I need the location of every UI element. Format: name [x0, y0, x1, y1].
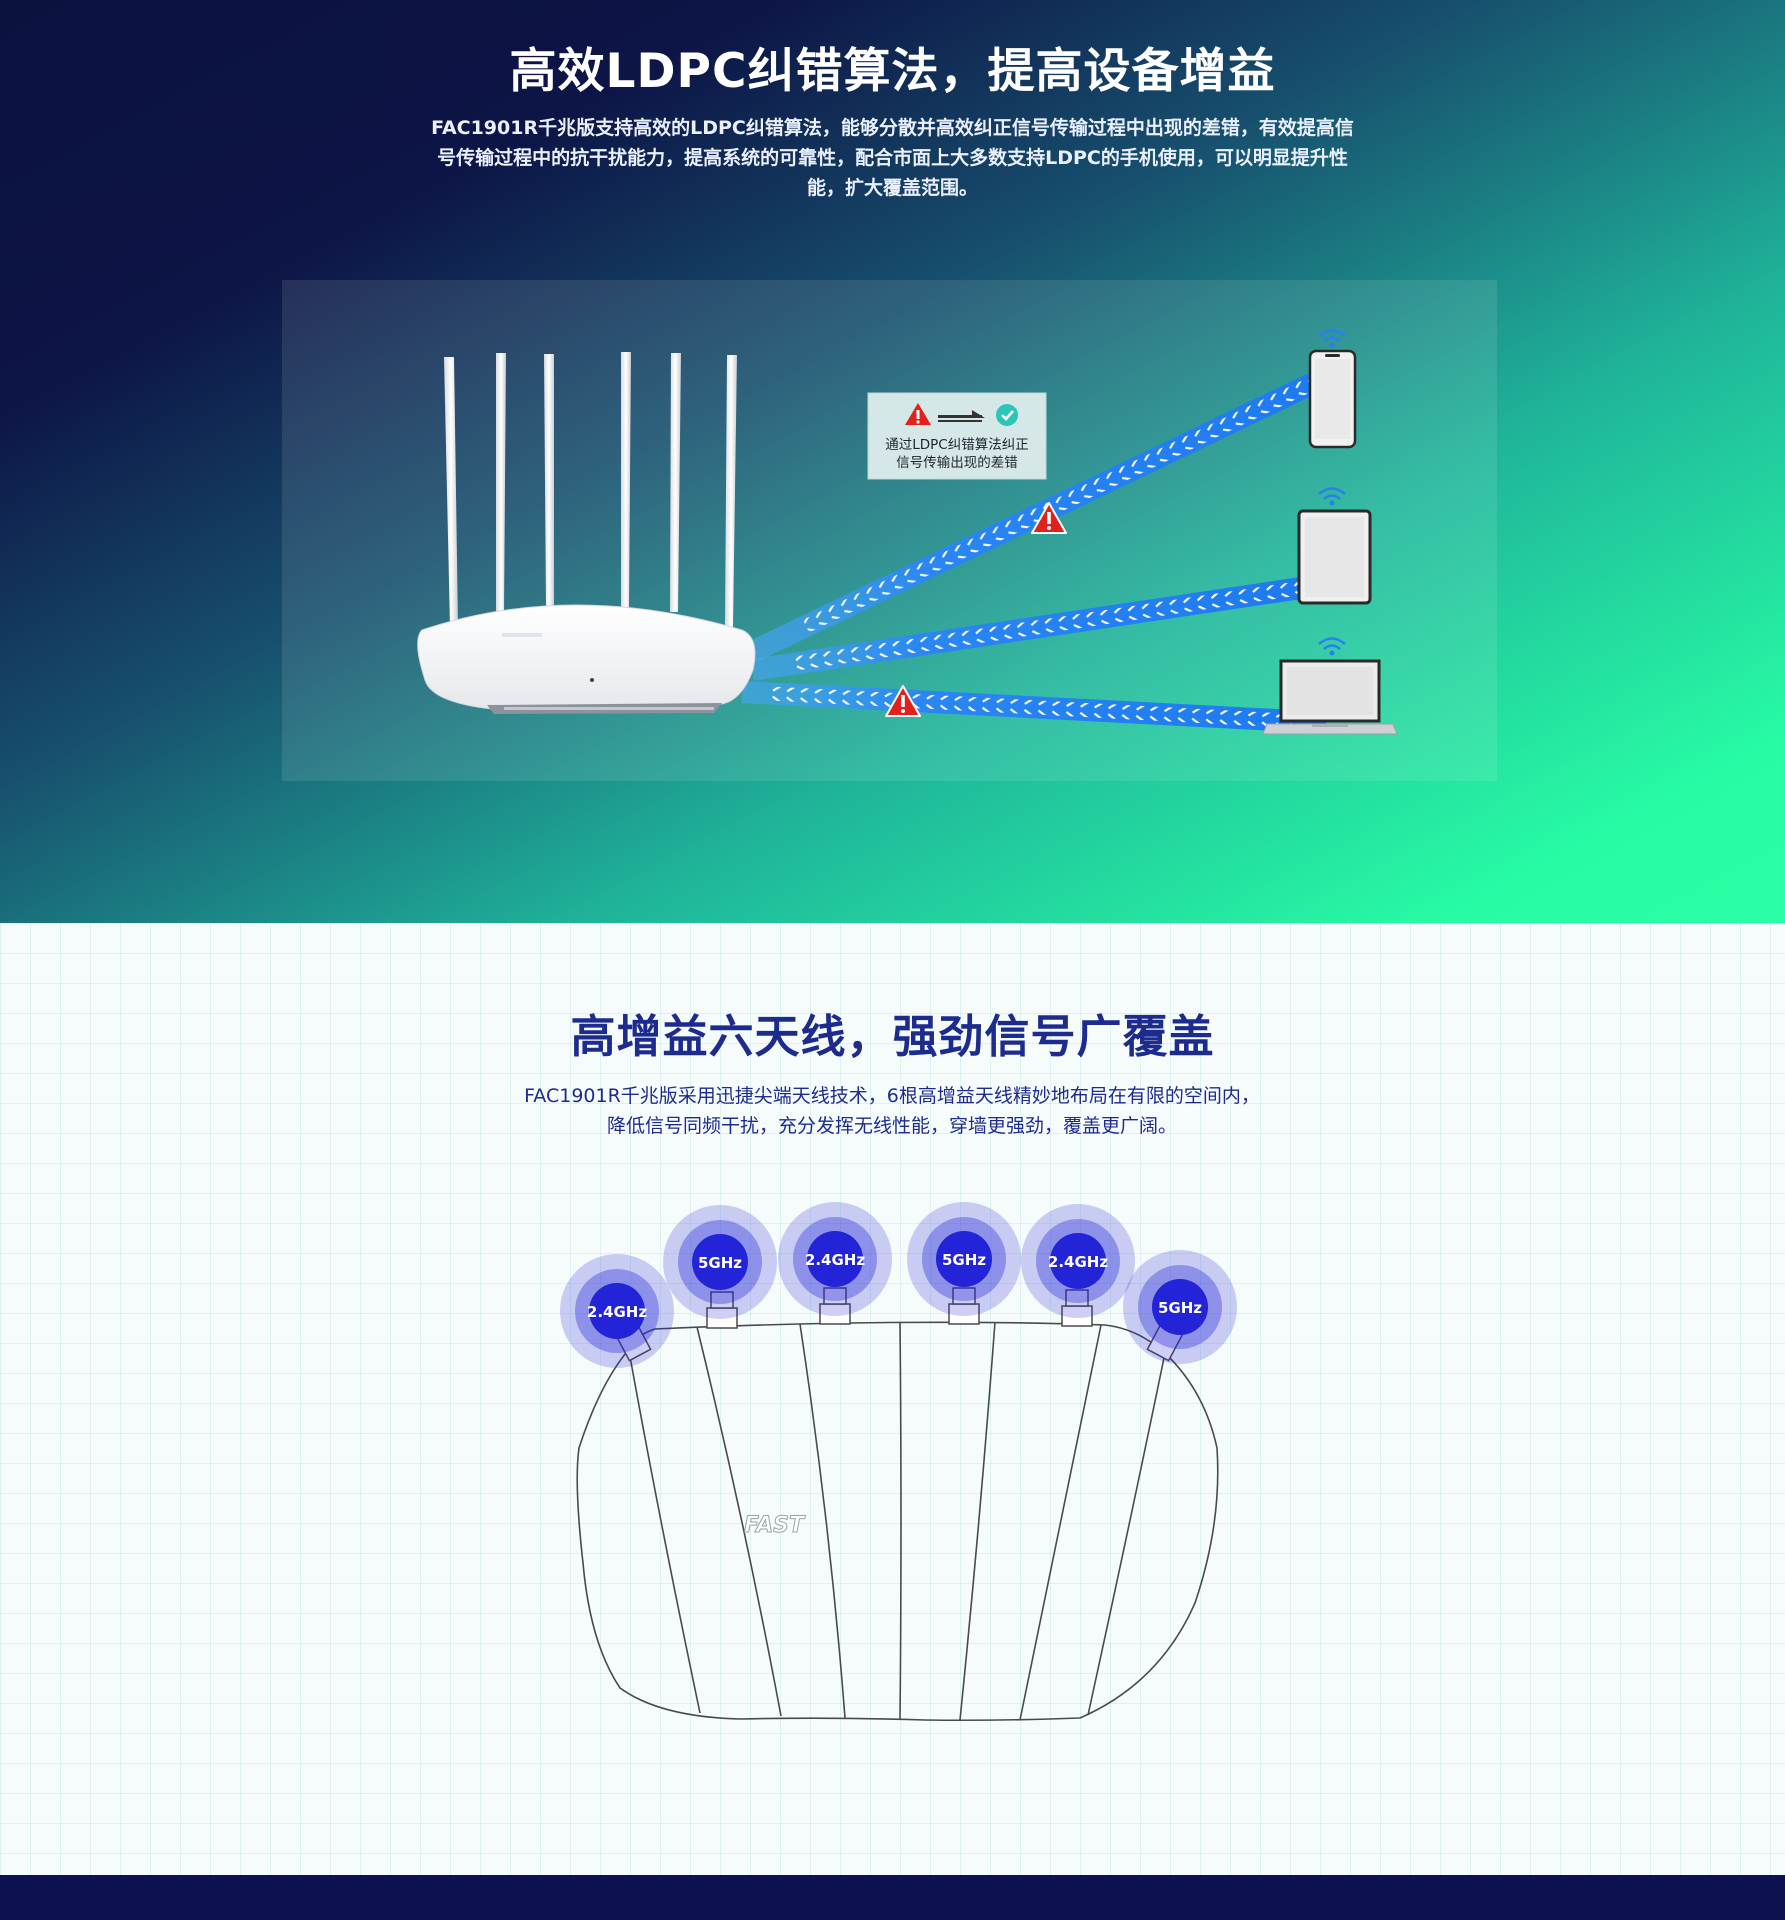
footer-bar	[0, 1875, 1785, 1920]
warning-icon	[905, 403, 931, 425]
router-antenna	[444, 357, 458, 627]
wifi-icon	[1318, 637, 1346, 656]
tablet-device	[1297, 509, 1372, 605]
router-antenna	[544, 354, 554, 607]
signal-beam-laptop	[741, 681, 1327, 734]
laptop-device	[1262, 659, 1398, 735]
router-antenna	[670, 353, 681, 612]
antenna-section-description: FAC1901R千兆版采用迅捷尖端天线技术，6根高增益天线精妙地布局在有限的空间…	[442, 1081, 1342, 1141]
antenna-description-line2: 降低信号同频干扰，充分发挥无线性能，穿墙更强劲，覆盖更广阔。	[606, 1115, 1177, 1137]
ldpc-section-description: FAC1901R千兆版支持高效的LDPC纠错算法，能够分散并高效纠正信号传输过程…	[431, 117, 1354, 199]
antenna-badge-2: 5GHz	[663, 1205, 777, 1319]
router-top-view-diagram: FAST 2.4GHz 5GHz 2.4GHz 5GHz	[560, 1202, 1237, 1722]
fast-logo: FAST	[744, 1513, 806, 1538]
antenna-band-label: 2.4GHz	[587, 1303, 647, 1321]
callout-text-line2: 信号传输出现的差错	[896, 455, 1018, 471]
callout-text-line1: 通过LDPC纠错算法纠正	[885, 437, 1028, 453]
ldpc-section-title: 高效LDPC纠错算法，提高设备增益	[509, 44, 1276, 99]
antenna-band-label: 5GHz	[698, 1254, 742, 1272]
antenna-band-label: 2.4GHz	[1048, 1253, 1108, 1271]
router-image	[417, 352, 756, 714]
ldpc-section: 高效LDPC纠错算法，提高设备增益 FAC1901R千兆版支持高效的LDPC纠错…	[0, 0, 1785, 923]
error-warning-icon	[1031, 502, 1067, 534]
antenna-section: 高增益六天线，强劲信号广覆盖 FAC1901R千兆版采用迅捷尖端天线技术，6根高…	[0, 923, 1785, 1875]
antenna-band-label: 5GHz	[942, 1251, 986, 1269]
antenna-band-label: 2.4GHz	[805, 1251, 865, 1269]
ldpc-illustration-panel: 通过LDPC纠错算法纠正 信号传输出现的差错	[282, 280, 1497, 781]
ldpc-illustration: 通过LDPC纠错算法纠正 信号传输出现的差错	[417, 329, 1398, 735]
router-outline	[576, 1321, 1219, 1722]
antenna-badge-5: 2.4GHz	[1021, 1204, 1135, 1318]
router-antenna	[725, 355, 737, 627]
antenna-section-title: 高增益六天线，强劲信号广覆盖	[570, 1010, 1215, 1063]
check-icon	[996, 404, 1018, 426]
wifi-icon	[1318, 487, 1346, 506]
smartphone-device	[1308, 349, 1357, 449]
antenna-badge-3: 2.4GHz	[778, 1202, 892, 1316]
signal-beam-tablet	[750, 573, 1328, 681]
arrow-right-icon	[938, 410, 985, 422]
antenna-badge-1: 2.4GHz	[560, 1254, 674, 1368]
router-antenna	[496, 353, 506, 612]
ldpc-callout: 通过LDPC纠错算法纠正 信号传输出现的差错	[867, 392, 1047, 480]
router-antenna	[621, 352, 631, 607]
wifi-icon	[1318, 329, 1346, 348]
antenna-badge-4: 5GHz	[907, 1202, 1021, 1316]
antenna-description-line1: FAC1901R千兆版采用迅捷尖端天线技术，6根高增益天线精妙地布局在有限的空间…	[524, 1085, 1260, 1107]
antenna-badge-6: 5GHz	[1123, 1250, 1237, 1364]
antenna-band-label: 5GHz	[1158, 1299, 1202, 1317]
error-warning-icon	[885, 685, 921, 717]
